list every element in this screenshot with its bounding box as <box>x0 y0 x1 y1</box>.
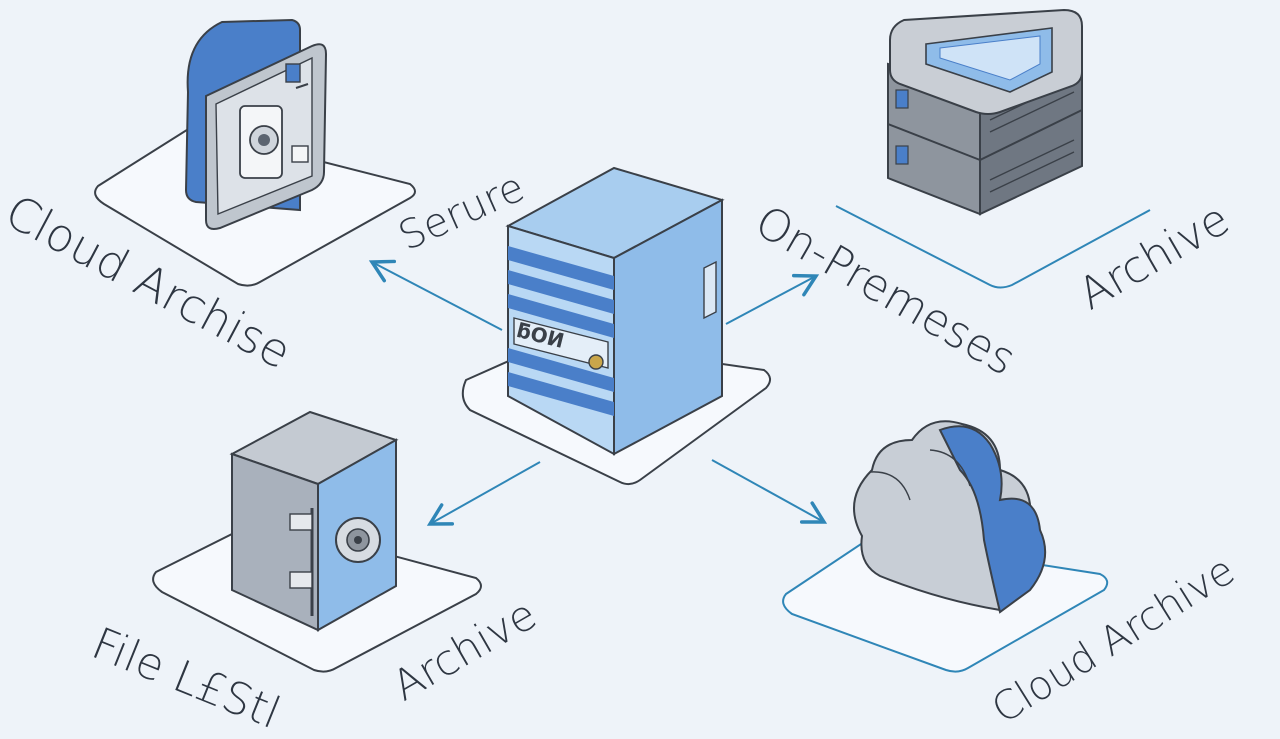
server-rack-icon <box>887 8 1083 216</box>
platform-rack <box>835 205 1151 289</box>
diagram-canvas: Cloud Archise Serure On-Premeses Archive… <box>0 8 1243 739</box>
arrow-to-safe <box>426 461 541 526</box>
server-tower-icon <box>505 166 725 456</box>
safe-icon <box>229 410 399 632</box>
diagram-svg <box>94 8 1151 673</box>
arrow-to-rack <box>725 273 820 325</box>
arrow-to-vault <box>368 259 503 331</box>
cloud-icon <box>853 420 1047 614</box>
vault-door-icon <box>184 18 328 230</box>
arrow-to-cloud <box>711 459 828 524</box>
